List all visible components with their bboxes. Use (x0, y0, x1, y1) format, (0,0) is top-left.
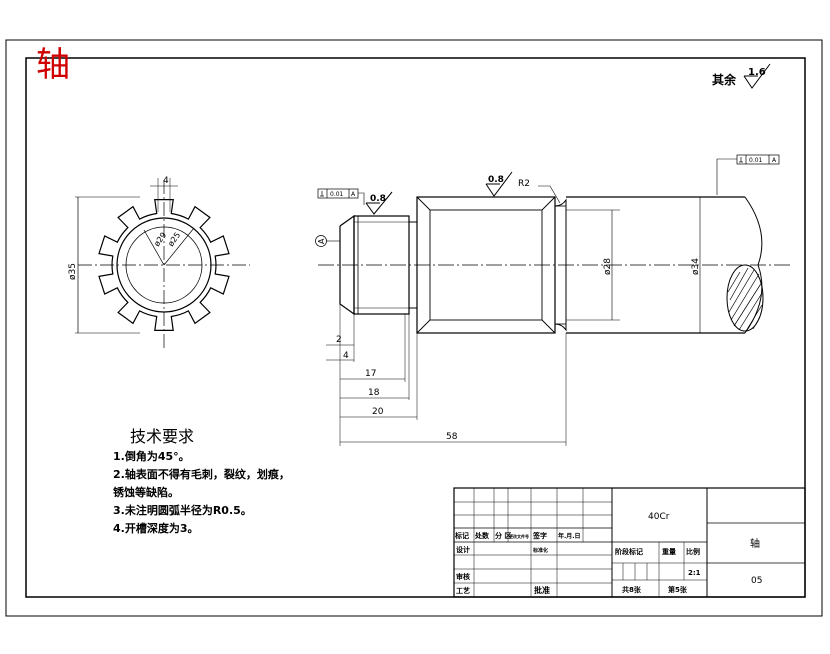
outer-frame (5, 39, 823, 617)
dim-radius: R2 (518, 179, 530, 189)
tb-sheets-total: 共8张 (622, 585, 642, 594)
dim-20: 20 (372, 407, 384, 417)
tol-right-datum: A (772, 157, 777, 164)
tb-h-mark: 标记 (454, 531, 469, 540)
tb-standard: 标准化 (532, 547, 548, 554)
spline-section-view (75, 178, 250, 350)
tol-right-value: 0.01 (749, 157, 763, 164)
title-block (453, 487, 806, 598)
tb-h-sign: 签字 (532, 531, 547, 540)
rest-roughness-symbol (743, 63, 771, 89)
rest-finish-label: 其余 (712, 72, 737, 87)
tb-material: 40Cr (648, 512, 670, 522)
dim-outer-dia: ø35 (68, 263, 78, 280)
tb-process: 工艺 (456, 586, 470, 595)
finish-chamfer-value: 0.8 (370, 194, 386, 204)
datum-label: A (317, 238, 326, 244)
dim-58: 58 (446, 432, 458, 442)
tb-approve: 批准 (534, 585, 550, 595)
tb-scale-label: 比例 (686, 547, 700, 556)
dim-shoulder-dia: ø28 (603, 258, 613, 275)
tb-h-date: 年.月.日 (558, 532, 581, 540)
inner-frame (25, 57, 806, 598)
dim-width-4: 4 (163, 176, 169, 186)
tech-item-3: 3.未注明圆弧半径为R0.5。 (113, 503, 252, 517)
tb-design: 设计 (456, 545, 470, 554)
dim-4: 4 (343, 351, 349, 361)
tech-item-1: 1.倒角为45°。 (113, 449, 190, 463)
shaft-main-view (315, 154, 790, 446)
tb-h-change: 更改文件号 (509, 533, 529, 539)
tb-weight: 重量 (662, 547, 676, 556)
tb-h-zone: 分 区 (495, 531, 511, 540)
dim-18: 18 (368, 388, 380, 398)
section-hatch (727, 267, 763, 332)
finish-body-value: 0.8 (488, 175, 504, 185)
dim-17: 17 (365, 369, 376, 379)
dim-inner-dia: ø29 (152, 231, 168, 249)
tb-part-name: 轴 (750, 537, 760, 550)
tol-left-datum: A (351, 191, 356, 198)
tb-review: 审核 (456, 572, 470, 581)
tech-item-2b: 锈蚀等缺陷。 (113, 485, 179, 499)
tb-stage-mark: 阶段标记 (615, 547, 643, 556)
sheet-title: 轴 (36, 45, 70, 85)
tech-item-4: 4.开槽深度为3。 (113, 521, 199, 535)
tech-heading: 技术要求 (130, 427, 194, 446)
tb-h-count: 处数 (474, 531, 490, 540)
tb-sheet-no: 第5张 (668, 585, 688, 594)
tech-item-2: 2.轴表面不得有毛刺，裂纹，划痕， (113, 467, 290, 481)
tol-left-value: 0.01 (330, 191, 344, 198)
dim-2: 2 (336, 335, 342, 345)
rest-finish-value: 1.6 (748, 67, 766, 78)
dim-shaft-dia: ø34 (691, 258, 701, 275)
tb-scale: 2:1 (688, 569, 701, 577)
tb-drawing-no: 05 (751, 576, 762, 586)
